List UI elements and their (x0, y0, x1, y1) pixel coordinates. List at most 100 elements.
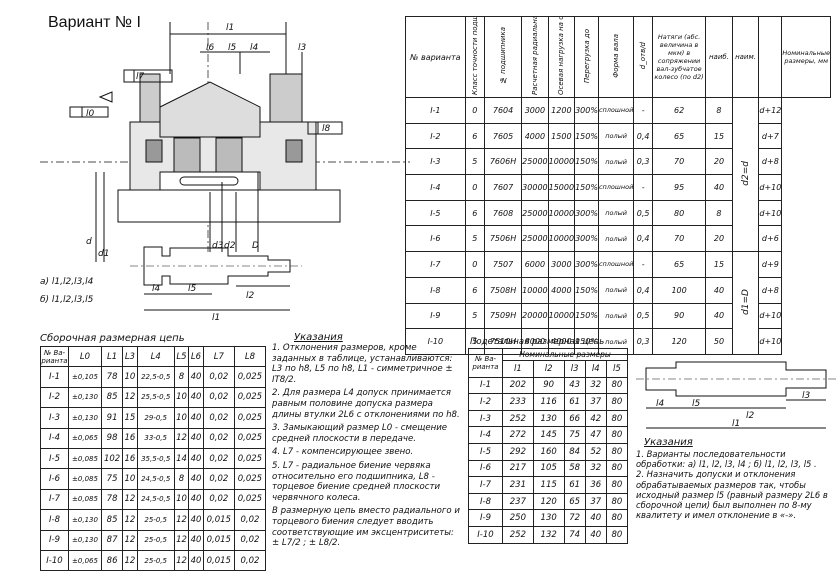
sub-table-cell: 47 (584, 426, 607, 444)
main-table-cell: I-8 (405, 276, 466, 304)
chain-table-cell: 0,015 (202, 549, 235, 572)
chain-table-cell: ±0,085 (68, 447, 102, 470)
main-table-cell: I-4 (405, 174, 466, 201)
chain-table-cell: 25-0,5 (136, 529, 175, 551)
main-table-cell: d+10 (758, 174, 783, 201)
chain-table-cell: 10 (173, 407, 190, 429)
main-table-cell: d+10 (758, 328, 783, 355)
chain-table-cell: I-1 (40, 366, 69, 388)
main-table-cell: полый (597, 302, 635, 330)
chain-table-cell: 0,015 (202, 529, 235, 551)
main-table-cell: 3000 (521, 97, 549, 124)
sub-table-cell: 116 (532, 393, 565, 411)
dim-l6: l6 (206, 43, 215, 53)
chain-table-cell: 0,025 (233, 386, 267, 409)
main-table-cell: 10000 (547, 225, 576, 253)
main-table-cell: 15000 (547, 174, 576, 201)
sub-table: № Ва-рианта Номинальные размеры l1 l2 l3… (468, 348, 629, 544)
main-table-cell: 0,5 (633, 199, 653, 227)
main-table-cell: 150% (574, 148, 599, 176)
sub-table-cell: 80 (605, 459, 629, 478)
sub-table-cell: I-10 (468, 525, 503, 544)
main-table-cell: I-5 (405, 199, 466, 227)
chain-table-cell: 0,025 (233, 468, 267, 490)
sub-table-cell: 65 (563, 492, 586, 511)
main-table-cell: 5 (464, 302, 485, 330)
instruction-item: 4. L7 - компенсирующее звено. (272, 447, 414, 458)
sub-table-cell: 80 (605, 476, 629, 494)
main-table-cell: I-1 (405, 97, 466, 124)
sub-table-cell: 52 (584, 442, 607, 461)
main-table-cell: сплошной (597, 251, 635, 278)
sub-table-cell: 40 (584, 525, 607, 544)
chain-table-cell: 22,5-0,5 (136, 366, 175, 388)
main-table-cell: 10000 (547, 148, 576, 176)
shaft-l5: l5 (188, 284, 197, 294)
main-table-cell: I-10 (405, 328, 466, 355)
sub-header: l1 (502, 360, 534, 378)
main-table-cell: 300% (574, 251, 599, 278)
main-table-cell: полый (597, 199, 635, 227)
chain-table-cell: 0,02 (233, 549, 267, 572)
chain-table-cell: 40 (188, 386, 204, 409)
sub-table-cell: 145 (532, 426, 565, 444)
chain-table-cell: 10 (122, 366, 138, 388)
chain-table-cell: 16 (122, 447, 138, 470)
main-table-cell: 5 (464, 225, 485, 253)
sub-table-cell: 74 (563, 525, 586, 544)
chain-table-cell: I-5 (40, 447, 69, 470)
chain-table-cell: 12 (122, 488, 138, 511)
main-table: № варианта Класс точности подшипника № п… (405, 16, 831, 355)
main-table-cell: 150% (574, 174, 599, 201)
main-table-cell: сплошной (597, 97, 635, 124)
sub-table-cell: 130 (532, 409, 565, 428)
chain-header: L0 (68, 345, 102, 368)
chain-table-cell: 10 (173, 386, 190, 409)
main-table-cell: 30000 (521, 174, 549, 201)
sub-table-cell: I-6 (468, 459, 503, 478)
main-table-cell: 40 (705, 276, 733, 304)
sub-table-cell: 32 (584, 459, 607, 478)
main-header: d_отв/d (639, 42, 648, 70)
main-table-cell: 50 (705, 328, 733, 355)
chain-table-cell: 35,5-0,5 (136, 447, 175, 470)
main-table-cell: 300% (574, 97, 599, 124)
dim-l8: l8 (322, 124, 331, 134)
main-table-cell: 80 (651, 199, 707, 227)
main-table-cell: 4000 (547, 276, 576, 304)
chain-title: Сборочная размерная цепь (40, 333, 185, 344)
main-table-cell: 7607 (483, 174, 523, 201)
chain-table-cell: 14 (173, 447, 190, 470)
main-table-cell: сплошной (597, 174, 635, 201)
sub-table-cell: 36 (584, 476, 607, 494)
main-table-cell: 8 (705, 97, 733, 124)
chain-table-cell: 12 (122, 509, 138, 531)
chain-table-cell: 0,025 (233, 427, 267, 449)
main-table-cell: 10000 (521, 276, 549, 304)
chain-table-cell: 40 (188, 447, 204, 470)
chain-table-cell: 10 (122, 468, 138, 490)
chain-table-cell: 40 (188, 468, 204, 490)
instructions-list: 1. Отклонения размеров, кроме заданных в… (272, 343, 460, 552)
sub-table-cell: 115 (532, 476, 565, 494)
sub-dim-l5: l5 (692, 399, 701, 409)
chain-header: L5 (173, 345, 190, 368)
chain-table-cell: I-3 (40, 407, 69, 429)
chain-table-cell: 0,02 (202, 407, 235, 429)
main-table-cell: I-3 (405, 148, 466, 176)
main-table-cell: d+12 (758, 97, 783, 124)
chain-table-cell: 78 (100, 366, 124, 388)
main-table-cell: 65 (651, 251, 707, 278)
chain-table-cell: 91 (100, 407, 124, 429)
sub-table-cell: 61 (563, 393, 586, 411)
dim-d: d (86, 237, 92, 247)
main-table-cell: 62 (651, 97, 707, 124)
main-table-cell: 25000 (521, 225, 549, 253)
sub-table-cell: 80 (605, 409, 629, 428)
